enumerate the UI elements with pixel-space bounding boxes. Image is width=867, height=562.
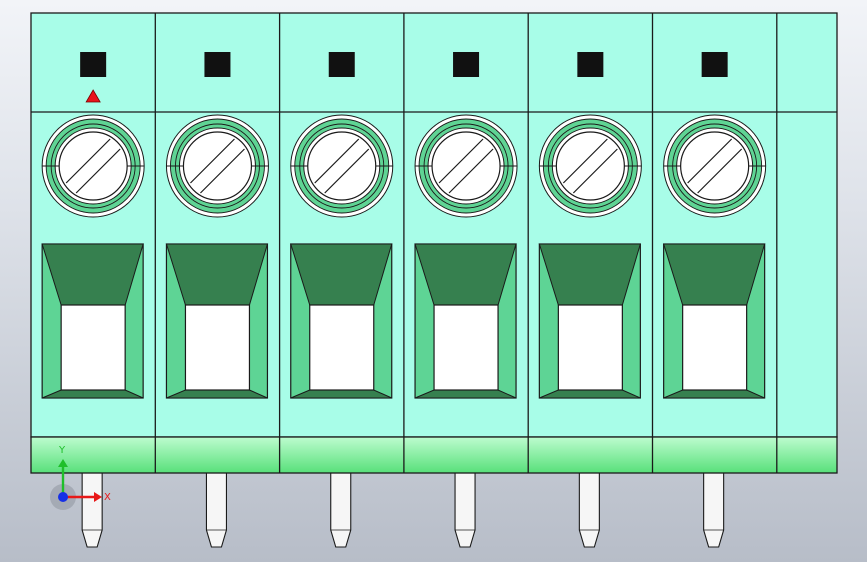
solder-pin: [703, 469, 725, 548]
axis-y-label: Y: [58, 445, 66, 456]
pole-marker-square: [701, 52, 728, 77]
wire-entry: [165, 243, 269, 399]
solder-pin: [578, 469, 600, 548]
slotted-screw-icon: [165, 114, 269, 218]
wire-entry: [41, 243, 144, 399]
pole-marker-square: [328, 52, 355, 77]
axis-x-label: X: [104, 492, 111, 503]
pole-6: [651, 13, 767, 473]
solder-pin: [205, 469, 227, 548]
pole-marker-square: [204, 52, 231, 77]
triangle-marker-icon: [85, 89, 101, 103]
slotted-screw-icon: [414, 114, 518, 218]
pole-5: [527, 13, 642, 473]
pole-1: [41, 52, 145, 399]
wire-entry: [538, 243, 642, 399]
slotted-screw-icon: [663, 114, 767, 218]
wire-entry: [662, 243, 766, 399]
pole-marker-square: [577, 52, 604, 77]
pole-marker-square: [80, 52, 107, 77]
solder-pin: [454, 469, 476, 548]
pole-marker-square: [453, 52, 480, 77]
pole-2: [154, 13, 269, 473]
solder-pin: [330, 469, 352, 548]
wire-entry: [414, 243, 517, 399]
slotted-screw-icon: [538, 114, 642, 218]
slotted-screw-icon: [290, 114, 394, 218]
solder-pin: [81, 469, 103, 548]
wire-entry: [290, 243, 393, 399]
terminal-block-base-band: [30, 436, 838, 474]
pole-4: [403, 13, 518, 473]
pole-3: [278, 13, 394, 473]
axis-triad-icon: X Y: [50, 445, 111, 510]
slotted-screw-icon: [41, 114, 145, 218]
